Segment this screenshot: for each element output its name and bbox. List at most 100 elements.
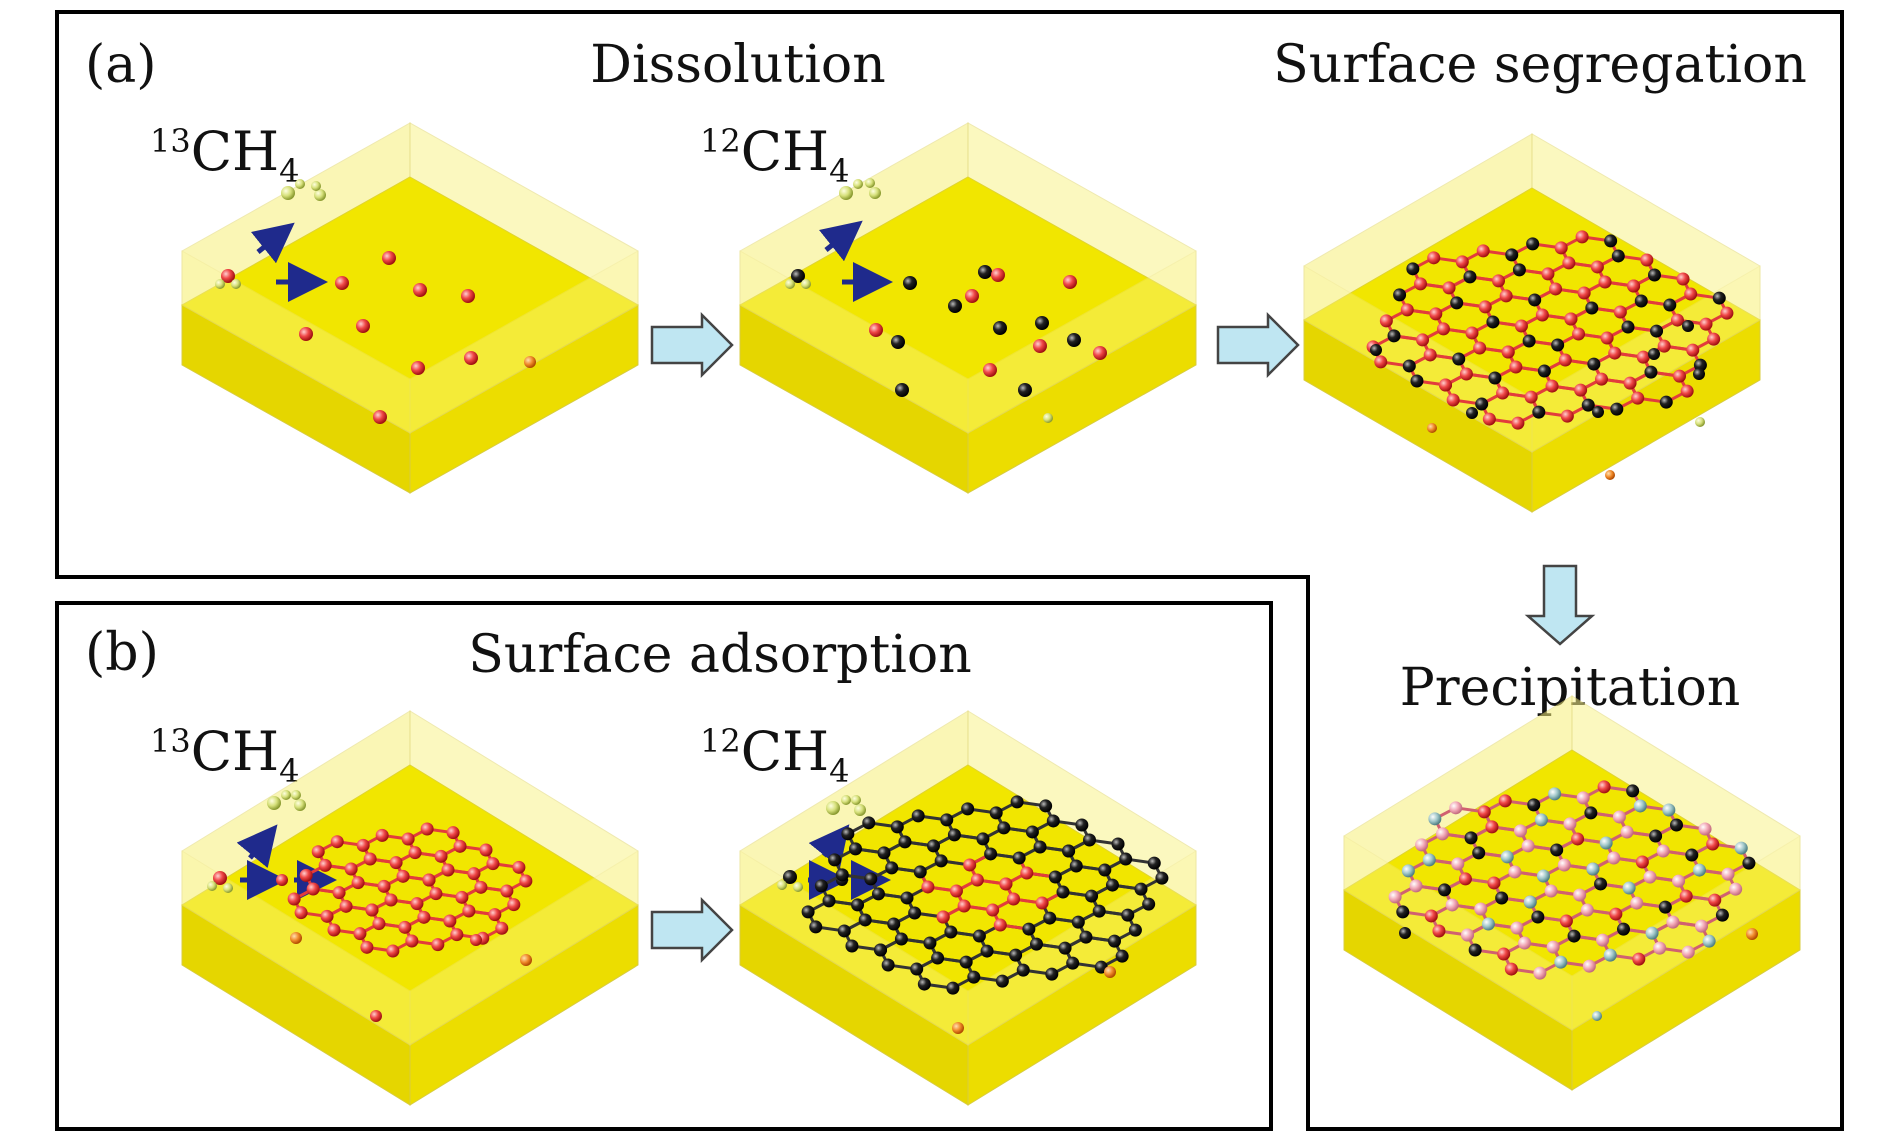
lattice-atom <box>408 846 422 860</box>
lattice-atom <box>1388 890 1402 904</box>
hydrogen-atom <box>801 279 811 289</box>
carbon12-atom <box>1695 417 1705 427</box>
lattice-atom <box>1610 402 1624 416</box>
hydrogen-atom <box>207 881 217 891</box>
lattice-atom <box>1532 405 1546 419</box>
lattice-atom <box>1594 877 1608 891</box>
lattice-atom <box>871 887 885 901</box>
gas-label-b1-sup: 13 <box>150 722 191 760</box>
carbon13-atom <box>524 356 536 368</box>
gas-label-b1: 13CH4 <box>150 720 300 790</box>
carbon13-atom <box>991 268 1005 282</box>
lattice-atom <box>1501 345 1515 359</box>
lattice-atom <box>1672 369 1686 383</box>
carbon12-atom <box>903 276 917 290</box>
lattice-atom <box>1635 855 1649 869</box>
lattice-atom <box>1581 398 1595 412</box>
carbon12-atom <box>783 870 797 884</box>
lattice-atom <box>1039 799 1053 813</box>
lattice-atom <box>488 908 502 922</box>
gas-molecule <box>314 189 326 201</box>
lattice-atom <box>1379 314 1393 328</box>
lattice-atom <box>890 820 904 834</box>
lattice-atom <box>320 909 334 923</box>
gas-molecule <box>826 801 840 815</box>
lattice-atom <box>1546 940 1560 954</box>
lattice-atom <box>1729 882 1743 896</box>
lattice-atom <box>913 865 927 879</box>
lattice-atom <box>1523 895 1537 909</box>
lattice-atom <box>1510 921 1524 935</box>
lattice-atom <box>1634 294 1648 308</box>
carbon13-atom <box>1063 275 1077 289</box>
lattice-atom <box>434 849 448 863</box>
carbon13-atom <box>335 276 349 290</box>
lattice-atom <box>1111 837 1125 851</box>
lattice-atom <box>1648 268 1661 282</box>
lattice-atoms <box>1366 230 1734 430</box>
lattice-atom <box>1119 852 1133 866</box>
lattice-atom <box>1022 922 1036 936</box>
gas-label-a1-sup: 13 <box>150 122 191 160</box>
lattice-atom <box>1699 317 1713 331</box>
lattice-atom <box>1670 818 1683 832</box>
diffusion-arrow <box>818 220 863 262</box>
lattice-atom <box>1105 878 1119 892</box>
carbon12-atom <box>1035 316 1049 330</box>
lattice-atom <box>1416 333 1430 347</box>
carbon13-atom <box>520 954 532 966</box>
lattice-atom <box>1621 320 1635 334</box>
lattice-atom <box>1686 343 1700 357</box>
carbon12-atom <box>1399 927 1411 939</box>
lattice-atoms <box>287 822 533 958</box>
lattice-atoms <box>1388 780 1756 980</box>
gas-label-b1-sub: 4 <box>279 752 299 790</box>
lattice-atom <box>801 905 815 919</box>
lattice-atom <box>1541 267 1555 281</box>
lattice-atom <box>1393 288 1407 302</box>
lattice-atom <box>995 974 1009 988</box>
lattice-atom <box>1612 810 1626 824</box>
lattice-atom <box>1033 840 1047 854</box>
lattice-atom <box>1531 910 1545 924</box>
lattice-atom <box>1564 312 1578 326</box>
lattice-atom <box>1115 949 1129 963</box>
carbon13-atom <box>290 932 302 944</box>
process-arrow-dissolution <box>650 311 734 379</box>
lattice-atom <box>1508 865 1522 879</box>
lattice-atom <box>993 918 1007 932</box>
lattice-atom <box>972 929 986 943</box>
lattice-atom <box>1554 955 1568 969</box>
carbon13-atom <box>461 289 475 303</box>
lattice-atom <box>495 921 509 935</box>
lattice-atom <box>1415 838 1429 852</box>
lattice-atom <box>1463 270 1477 284</box>
lattice-atom <box>1475 397 1489 411</box>
lattice-atom <box>1092 904 1106 918</box>
lattice-atom <box>1572 327 1586 341</box>
hydrogen-atom <box>231 279 241 289</box>
lattice-atom <box>1436 322 1450 336</box>
process-arrow-adsorption <box>650 896 734 964</box>
lattice-atom <box>1536 869 1550 883</box>
lattice-atom <box>1414 277 1428 291</box>
panel-a-tag: (a) <box>85 35 157 95</box>
gas-label-b2-sup: 12 <box>700 722 741 760</box>
lattice-atom <box>1616 922 1630 936</box>
lattice-atom <box>1423 348 1437 362</box>
lattice-atom <box>1522 334 1536 348</box>
lattice-atom <box>365 903 379 917</box>
lattice-atom <box>946 981 960 995</box>
lattice-atom <box>386 944 400 958</box>
lattice-atom <box>1528 293 1542 307</box>
lattice-atom <box>1511 416 1525 430</box>
lattice-atom <box>1663 298 1677 312</box>
lattice-atom <box>1524 390 1538 404</box>
carbon13-atom <box>1104 966 1116 978</box>
lattice-atom <box>512 860 526 874</box>
lattice-atom <box>420 822 434 836</box>
lattice-atom <box>1645 926 1659 940</box>
lattice-atom <box>1142 897 1156 911</box>
lattice-atom <box>881 958 895 972</box>
carbon13-atom <box>373 410 387 424</box>
